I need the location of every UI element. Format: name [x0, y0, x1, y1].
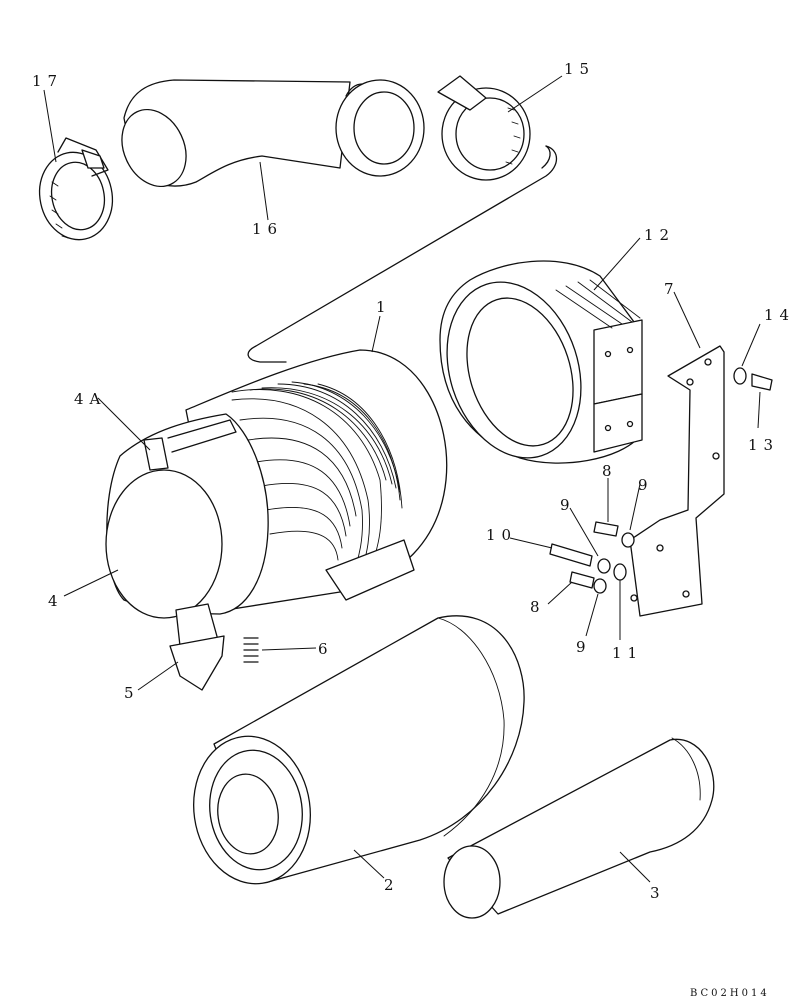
callout-9-right: 9: [638, 476, 654, 494]
hose-clamp-15: [437, 75, 531, 181]
secondary-filter-3: [443, 737, 715, 919]
callout-9-bottom: 9: [576, 638, 592, 656]
end-cover-4: [105, 413, 269, 619]
callout-17: 17: [32, 72, 63, 90]
callout-labels: 17 16 15 12 1 7 14 13 4A 8 9 9 10 4 8 9 …: [32, 60, 795, 902]
primary-filter-2: [192, 615, 525, 885]
fasteners-8-9-10-11: [549, 521, 635, 594]
vacuator-valve-5: [169, 603, 225, 691]
callout-7: 7: [664, 280, 680, 298]
mounting-band-12: [439, 260, 643, 464]
callout-10: 10: [486, 526, 517, 544]
callout-9-left: 9: [560, 496, 576, 514]
callout-2: 2: [384, 876, 400, 894]
callout-14: 14: [764, 306, 795, 324]
bolt-13-washer-14: [733, 367, 773, 391]
spring-6: [243, 637, 259, 663]
callout-15: 15: [564, 60, 595, 78]
callout-8-top: 8: [602, 462, 618, 480]
callout-3: 3: [650, 884, 666, 902]
intake-tube: [247, 145, 558, 363]
callout-12: 12: [644, 226, 675, 244]
callout-8-bottom: 8: [530, 598, 546, 616]
elbow-hose-16: [121, 79, 425, 188]
hose-clamp-17: [38, 137, 114, 241]
callout-6: 6: [318, 640, 334, 658]
callout-13: 13: [748, 436, 779, 454]
callout-4: 4: [48, 592, 64, 610]
callout-4a: 4A: [74, 390, 106, 408]
bracket-7: [629, 345, 725, 617]
callout-5: 5: [124, 684, 140, 702]
leader-lines: [43, 75, 761, 883]
callout-11: 11: [612, 644, 643, 662]
callout-16: 16: [252, 220, 283, 238]
callout-1: 1: [376, 298, 392, 316]
drawing-number: BC02H014: [690, 988, 770, 999]
